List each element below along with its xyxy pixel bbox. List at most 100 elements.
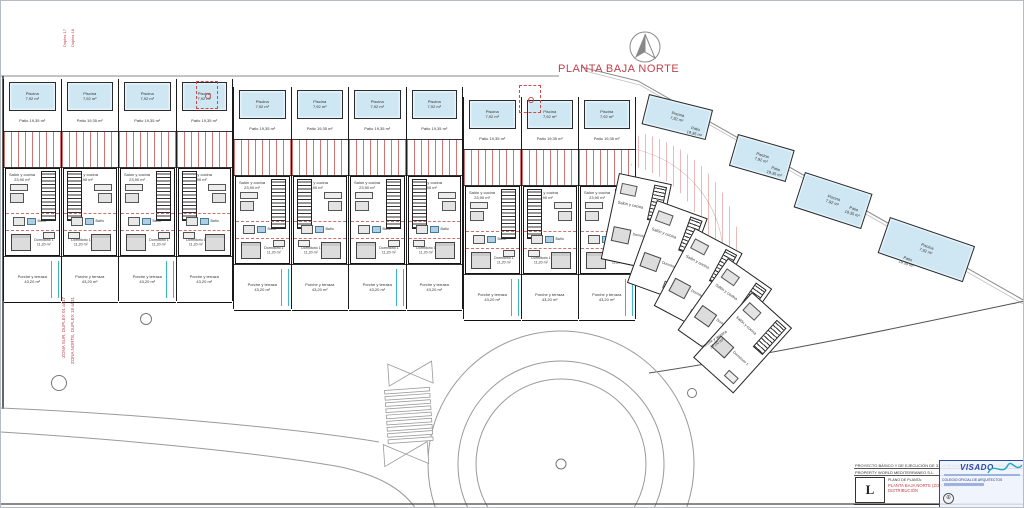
unit-block-3: Piscina 7,92 m² Patio 19,35 m² Salón y c… bbox=[463, 97, 636, 321]
kitchen-counter bbox=[240, 192, 258, 199]
patio-label: Patio 19,35 m² bbox=[191, 118, 218, 124]
bath-sink bbox=[314, 226, 324, 233]
sheet-title-line1: PLANTA BAJA NORTE (ZONA B) bbox=[888, 482, 951, 488]
pool-label: Piscina bbox=[600, 108, 614, 114]
pool: Piscina 7,92 m² bbox=[469, 100, 516, 129]
pool-label: Piscina bbox=[83, 90, 97, 96]
bath-label: Baño bbox=[152, 218, 161, 223]
bath-sink bbox=[544, 236, 554, 243]
pool: Piscina 7,92 m² bbox=[9, 82, 56, 111]
title-block: PROYECTO BÁSICO Y DE EJECUCIÓN DE 31 VIV… bbox=[854, 460, 1023, 507]
bath-fixture bbox=[13, 217, 25, 226]
patio-label: Patio 19,35 m² bbox=[536, 136, 563, 142]
bath-sink bbox=[84, 218, 94, 225]
upper-floor-overlay-line-2 bbox=[63, 230, 116, 231]
bed bbox=[126, 234, 146, 251]
closet bbox=[387, 240, 400, 247]
upper-floor-overlay-line bbox=[63, 213, 116, 214]
closet bbox=[412, 240, 425, 247]
roundabout-inner-circle bbox=[475, 378, 647, 507]
closet bbox=[272, 240, 285, 247]
upper-floor-overlay-line-2 bbox=[293, 238, 346, 239]
bath-label: Baño bbox=[37, 218, 46, 223]
dimension-line-cyan bbox=[395, 269, 404, 306]
pool-label: Piscina bbox=[313, 98, 327, 104]
visado-stamp-text: VISADO bbox=[960, 463, 994, 472]
road-edge-lower-left bbox=[1, 431, 416, 507]
sofa bbox=[240, 201, 254, 211]
living-label: Salón y cocina bbox=[617, 199, 644, 210]
outdoor-shower-marker bbox=[519, 85, 541, 113]
duplex-unit: Piscina 7,92 m² Patio 19,35 m² Salón y c… bbox=[405, 87, 463, 311]
pool: Piscina 7,92 m² bbox=[66, 82, 113, 111]
dimension-line-cyan bbox=[280, 269, 289, 306]
site-circle-marker bbox=[687, 388, 697, 398]
patio: Patio 19,35 m² bbox=[464, 130, 521, 150]
bath-sink bbox=[199, 218, 209, 225]
north-arrow-icon bbox=[629, 31, 661, 63]
zone-left-label-2: ZONA NORTE, DUPLEX 18 al 31 bbox=[70, 297, 75, 364]
pool-area: 7,92 m² bbox=[370, 103, 385, 109]
closet bbox=[723, 369, 739, 385]
pool-area: 7,92 m² bbox=[312, 103, 327, 109]
pergola-hatch bbox=[291, 139, 348, 176]
sofa bbox=[212, 193, 226, 203]
sofa bbox=[585, 211, 599, 221]
bath-fixture bbox=[70, 217, 83, 226]
staircase bbox=[270, 179, 286, 229]
sofa bbox=[125, 193, 139, 203]
patio: Patio 19,35 m² bbox=[521, 130, 578, 150]
patio-label: Patio 19,35 m² bbox=[421, 126, 448, 132]
site-circle-marker bbox=[51, 375, 67, 391]
pergola-hatch bbox=[234, 139, 291, 176]
sofa bbox=[619, 182, 638, 197]
road-outer-arc bbox=[427, 330, 695, 507]
bath-label: Baño bbox=[554, 236, 564, 241]
upper-floor-overlay-line-2 bbox=[121, 230, 174, 231]
pool: Piscina 7,92 m² bbox=[296, 90, 343, 119]
bath-label: Baño bbox=[324, 226, 334, 231]
kitchen-counter bbox=[125, 184, 143, 191]
sofa bbox=[558, 211, 572, 221]
sofa bbox=[355, 201, 369, 211]
pool: Piscina 7,92 m² bbox=[526, 100, 573, 129]
sheet-title: PLANO DE PLANTA: PLANTA BAJA NORTE (ZONA… bbox=[886, 476, 1023, 504]
pool-label: Piscina bbox=[485, 108, 499, 114]
pool-area: 7,92 m² bbox=[255, 103, 270, 109]
upper-floor-overlay-line-2 bbox=[466, 248, 519, 249]
bedroom-label: Dormitorio 1 bbox=[732, 349, 750, 367]
sofa bbox=[742, 302, 762, 321]
road-edge-upper-left bbox=[1, 407, 380, 443]
pool: Piscina 7,92 m² bbox=[584, 100, 630, 129]
duplex-unit: Piscina 7,92 m² Patio 19,35 m² Salón y c… bbox=[233, 87, 291, 311]
pergola-hatch bbox=[4, 131, 61, 168]
pergola-hatch bbox=[579, 149, 635, 186]
patio-label: Patio 19,35 m² bbox=[306, 126, 333, 132]
closet bbox=[157, 232, 170, 239]
sofa bbox=[328, 201, 342, 211]
bed bbox=[205, 234, 225, 251]
patio-label: Patio 19,35 m² bbox=[249, 126, 276, 132]
dimension-line-cyan bbox=[165, 261, 174, 298]
dimension-line-cyan bbox=[624, 279, 633, 316]
